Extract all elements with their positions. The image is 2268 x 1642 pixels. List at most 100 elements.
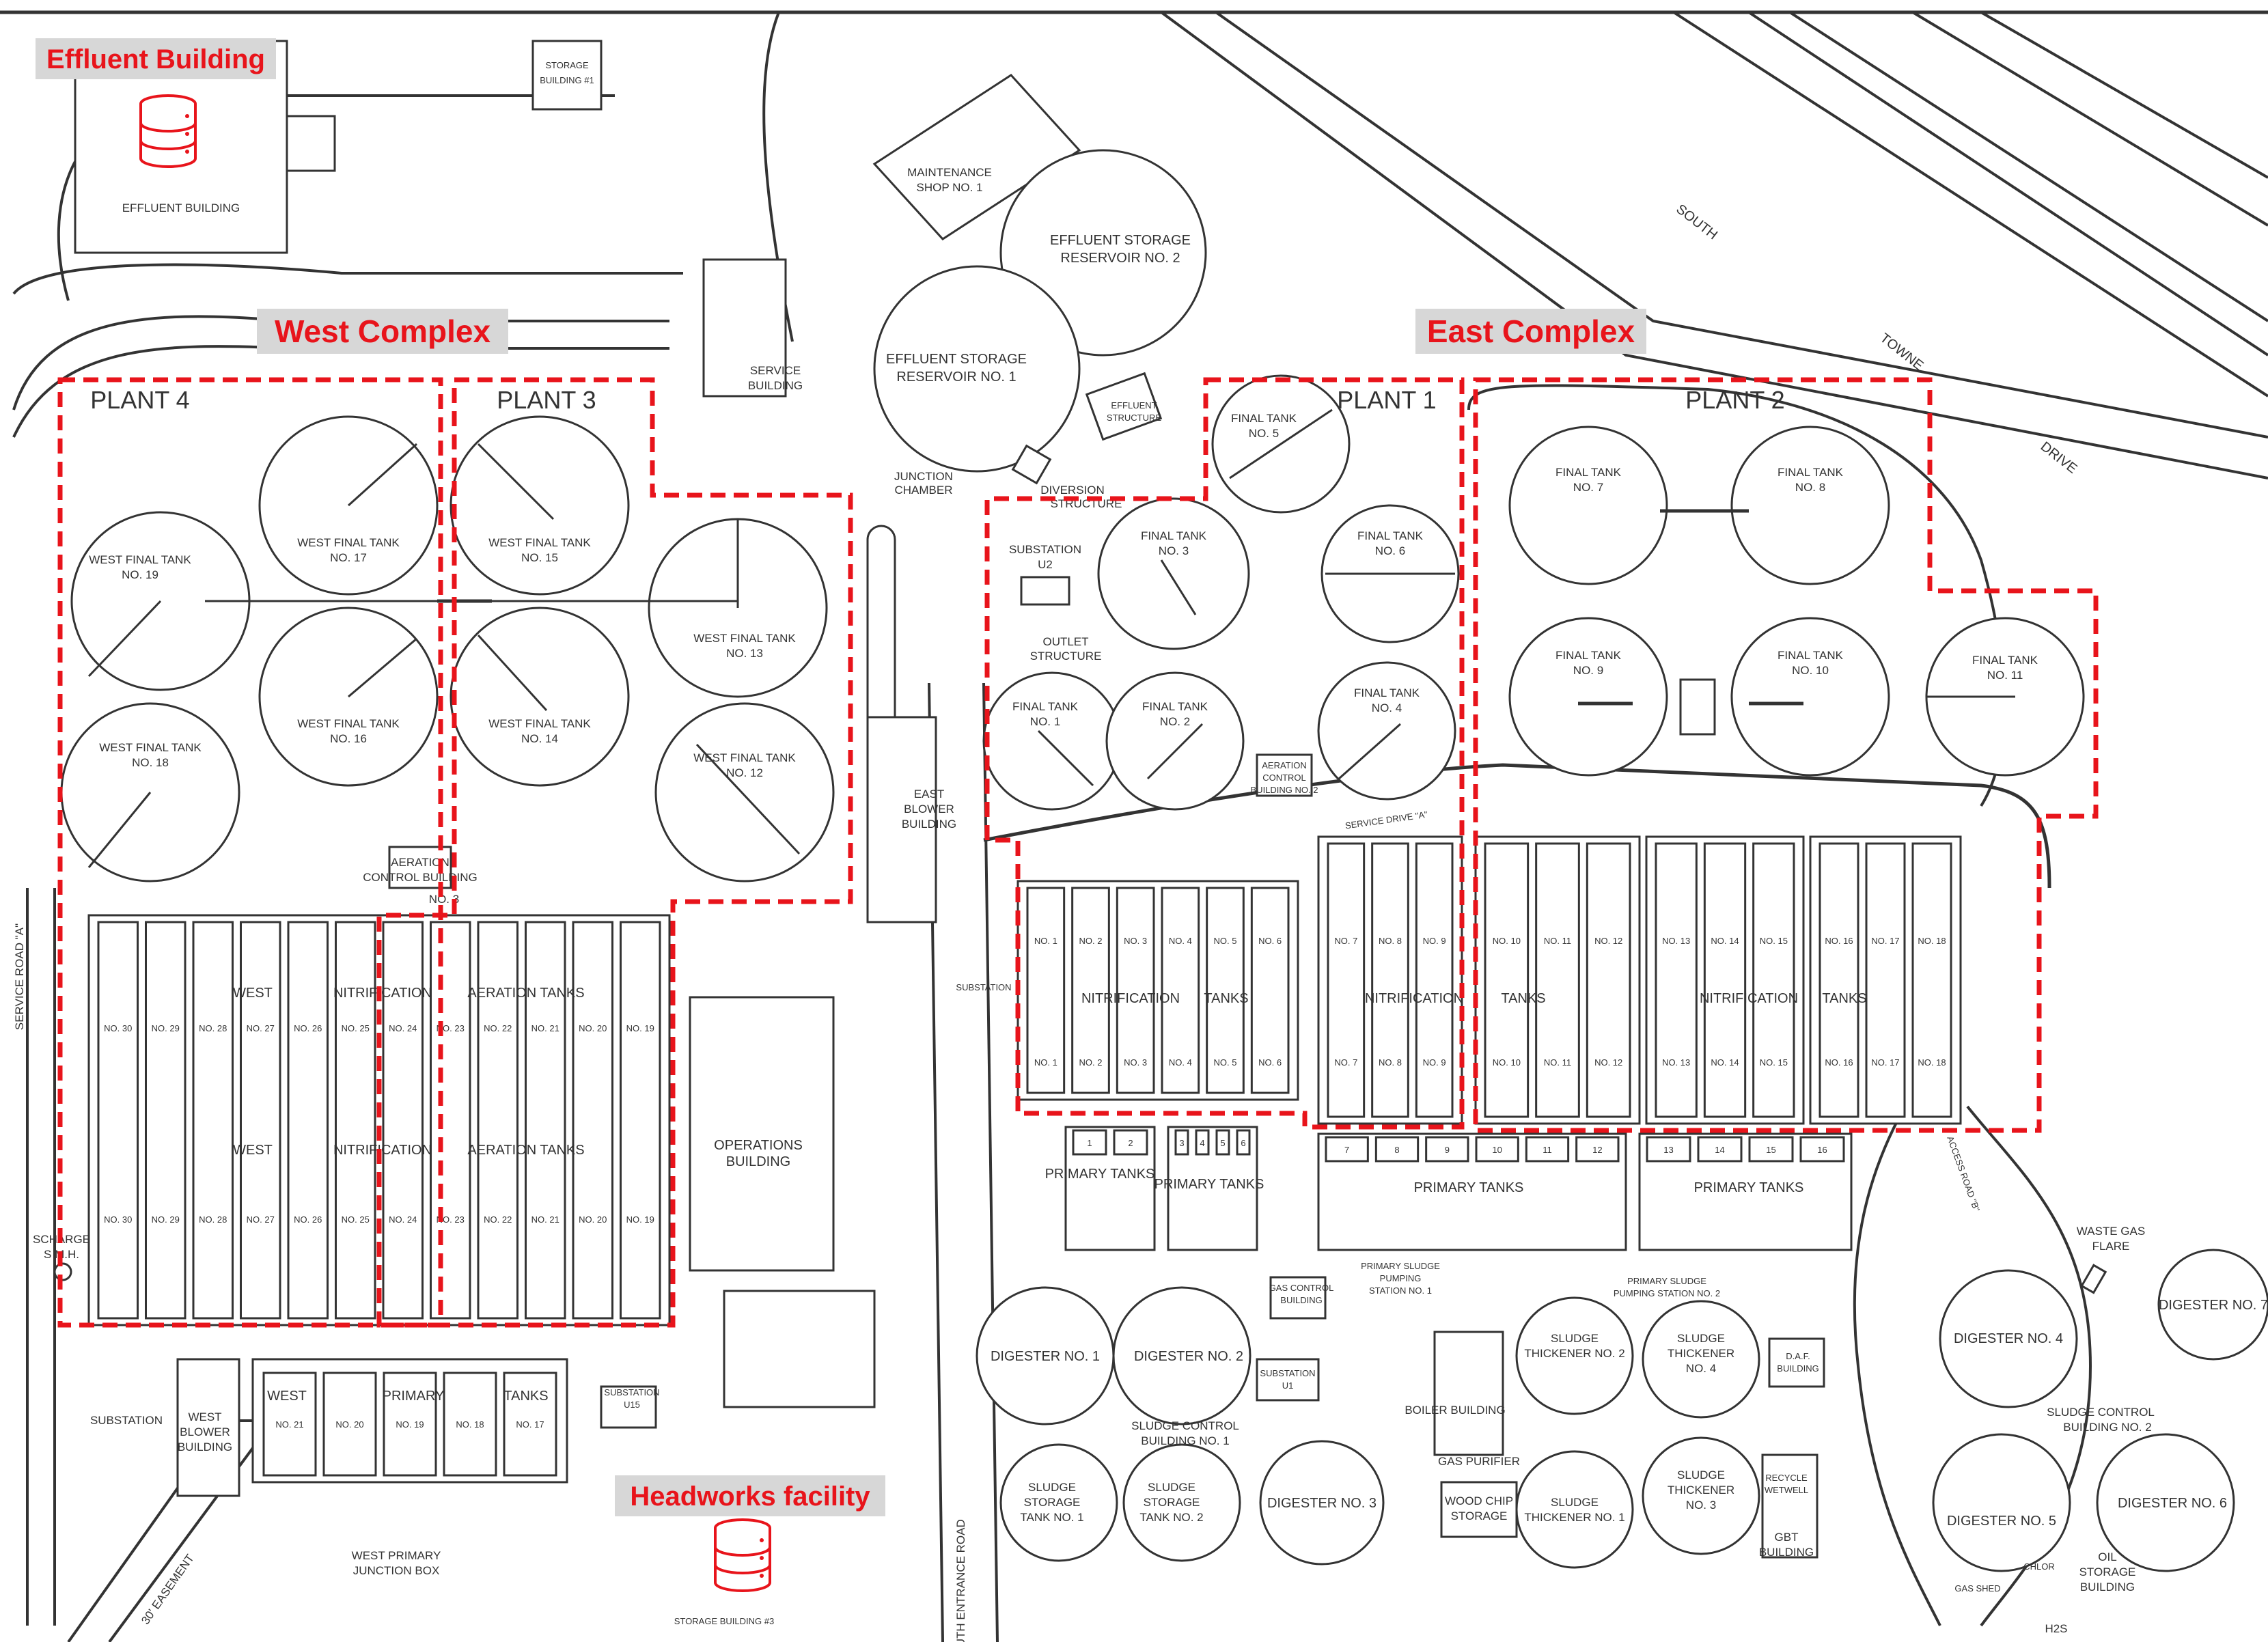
primary-tank-lane: [1236, 1129, 1251, 1156]
svg-text:CONTROL: CONTROL: [1262, 773, 1306, 783]
svg-text:SLUDGE: SLUDGE: [1677, 1469, 1725, 1481]
svg-text:Headworks facility: Headworks facility: [630, 1481, 870, 1512]
svg-text:BUILDING #1: BUILDING #1: [540, 75, 594, 85]
svg-text:BLOWER: BLOWER: [180, 1425, 230, 1438]
svg-text:NITRIFICATION: NITRIFICATION: [1700, 991, 1798, 1006]
svg-text:STRUCTURE: STRUCTURE: [1107, 413, 1161, 423]
primary-tank-lane: [1215, 1129, 1230, 1156]
west-aeration-lane-label: NO. 29: [152, 1023, 180, 1033]
plant-boundaries: [57, 377, 2099, 1328]
svg-text:PLANT 3: PLANT 3: [497, 386, 596, 414]
west-primary-tank-lane-label: NO. 18: [456, 1419, 484, 1430]
svg-text:TANKS: TANKS: [1822, 991, 1866, 1006]
svg-text:SERVICE DRIVE "A": SERVICE DRIVE "A": [1344, 809, 1428, 831]
east-aeration-lane: [1865, 842, 1906, 1118]
west-aeration-lane-label: NO. 28: [199, 1214, 227, 1225]
svg-text:NO. 16: NO. 16: [330, 732, 367, 745]
west-primary-tank-lane: [383, 1372, 437, 1477]
svg-text:SERVICE ROAD "A": SERVICE ROAD "A": [13, 923, 26, 1030]
svg-text:FINAL TANK: FINAL TANK: [1357, 529, 1424, 542]
west-primary-tank-lane: [322, 1372, 377, 1477]
svg-text:OIL: OIL: [2098, 1550, 2116, 1563]
effluent-structure: [1085, 372, 1163, 441]
operations-area: OPERATIONS BUILDING SUBSTATION STORAGE B…: [33, 982, 1012, 1626]
svg-text:STATION NO. 1: STATION NO. 1: [1369, 1285, 1432, 1296]
east-aeration-lane: [1026, 887, 1066, 1094]
east-aeration-lane-label: NO. 6: [1258, 936, 1282, 946]
svg-text:DIGESTER NO. 1: DIGESTER NO. 1: [991, 1349, 1100, 1364]
primary-tank-lane-label: 10: [1492, 1145, 1502, 1155]
east-aeration-lane-label: NO. 16: [1825, 1057, 1853, 1068]
svg-text:NO. 9: NO. 9: [1573, 664, 1603, 677]
east-aeration-lane-label: NO. 9: [1423, 936, 1446, 946]
primary-tank-lane-label: 16: [1817, 1145, 1827, 1155]
svg-text:NO. 13: NO. 13: [726, 647, 763, 660]
svg-text:PLANT 1: PLANT 1: [1337, 386, 1436, 414]
svg-text:WEST FINAL TANK: WEST FINAL TANK: [488, 536, 591, 549]
svg-text:WEST FINAL TANK: WEST FINAL TANK: [488, 717, 591, 730]
svg-text:PRIMARY TANKS: PRIMARY TANKS: [1694, 1180, 1804, 1195]
west-aeration-lane-label: NO. 30: [104, 1023, 132, 1033]
east-aeration-lane-label: NO. 3: [1124, 1057, 1147, 1068]
east-aeration-lane: [1327, 842, 1366, 1118]
east-aeration-lane-label: NO. 12: [1594, 936, 1622, 946]
plant1-boundary: [984, 377, 1465, 1130]
primary-tank-lane: [1475, 1136, 1519, 1163]
svg-text:FINAL TANK: FINAL TANK: [1555, 649, 1622, 662]
svg-text:WOOD CHIP: WOOD CHIP: [1445, 1494, 1513, 1507]
svg-text:OPERATIONS: OPERATIONS: [714, 1138, 803, 1153]
svg-text:West Complex: West Complex: [275, 314, 491, 349]
east-aeration-lane: [1818, 842, 1859, 1118]
svg-text:STORAGE BUILDING #3: STORAGE BUILDING #3: [674, 1616, 774, 1626]
svg-text:CHAMBER: CHAMBER: [894, 484, 952, 497]
svg-text:SHOP NO. 1: SHOP NO. 1: [917, 181, 983, 194]
north-center-buildings: MAINTENANCE SHOP NO. 1 EFFLUENT STORAGE …: [702, 74, 1318, 923]
west-aeration-lane: [240, 921, 281, 1320]
svg-text:AERATION TANKS: AERATION TANKS: [467, 986, 584, 1001]
svg-text:BUILDING: BUILDING: [1759, 1546, 1814, 1559]
east-aeration-lane-label: NO. 15: [1760, 936, 1788, 946]
west-primary-tank-lane: [503, 1372, 557, 1477]
west-primary-tank-lane-label: NO. 20: [335, 1419, 363, 1430]
east-aeration-lane-label: NO. 13: [1662, 936, 1690, 946]
svg-text:NO. 3: NO. 3: [429, 893, 459, 906]
east-aeration-lane: [1655, 842, 1698, 1118]
svg-text:U2: U2: [1038, 558, 1053, 571]
east-aeration-lane-label: NO. 1: [1034, 1057, 1057, 1068]
primary-tank-lane: [1113, 1129, 1148, 1156]
primary-tank-lane-label: 14: [1715, 1145, 1724, 1155]
primary-tank-lane: [1799, 1136, 1845, 1163]
east-aeration-lane-label: NO. 11: [1544, 936, 1571, 946]
svg-text:NITRIFICATION: NITRIFICATION: [333, 986, 432, 1001]
svg-text:WEST FINAL TANK: WEST FINAL TANK: [693, 751, 796, 764]
svg-text:BUILDING NO. 2: BUILDING NO. 2: [1251, 785, 1318, 795]
west-aeration-lane-label: NO. 27: [247, 1023, 275, 1033]
svg-text:NO. 19: NO. 19: [122, 568, 158, 581]
svg-text:FINAL TANK: FINAL TANK: [1555, 466, 1622, 479]
svg-text:BUILDING NO. 1: BUILDING NO. 1: [1141, 1434, 1229, 1447]
svg-text:PRIMARY TANKS: PRIMARY TANKS: [1045, 1167, 1155, 1182]
east-aeration-lane: [1116, 887, 1155, 1094]
west-aeration-lane: [335, 921, 376, 1320]
svg-text:SUBSTATION: SUBSTATION: [1260, 1368, 1315, 1378]
svg-text:DIVERSION: DIVERSION: [1040, 484, 1105, 497]
svg-text:STORAGE: STORAGE: [1144, 1496, 1200, 1509]
primary-tank-lane: [1425, 1136, 1469, 1163]
svg-text:FLARE: FLARE: [2092, 1240, 2130, 1253]
east-aeration-lane-label: NO. 10: [1493, 936, 1521, 946]
svg-text:TANK NO. 1: TANK NO. 1: [1020, 1511, 1083, 1524]
east-aeration-lane: [1206, 887, 1245, 1094]
primary-tank-lane-label: 3: [1179, 1138, 1184, 1148]
svg-text:CHLOR: CHLOR: [2023, 1561, 2055, 1572]
svg-text:BUILDING: BUILDING: [748, 379, 803, 392]
svg-text:EFFLUENT: EFFLUENT: [1111, 400, 1157, 410]
svg-text:RECYCLE: RECYCLE: [1765, 1473, 1808, 1483]
svg-text:PLANT 4: PLANT 4: [90, 386, 189, 414]
east-aeration-lane-label: NO. 13: [1662, 1057, 1690, 1068]
east-aeration-lane: [1071, 887, 1110, 1094]
primary-tank-lane: [1374, 1136, 1420, 1163]
west-aeration-lane-label: NO. 21: [531, 1214, 559, 1225]
svg-text:BUILDING: BUILDING: [902, 818, 956, 831]
digesters-area: DIGESTER NO. 1 DIGESTER NO. 2 DIGESTER N…: [976, 1249, 2268, 1572]
